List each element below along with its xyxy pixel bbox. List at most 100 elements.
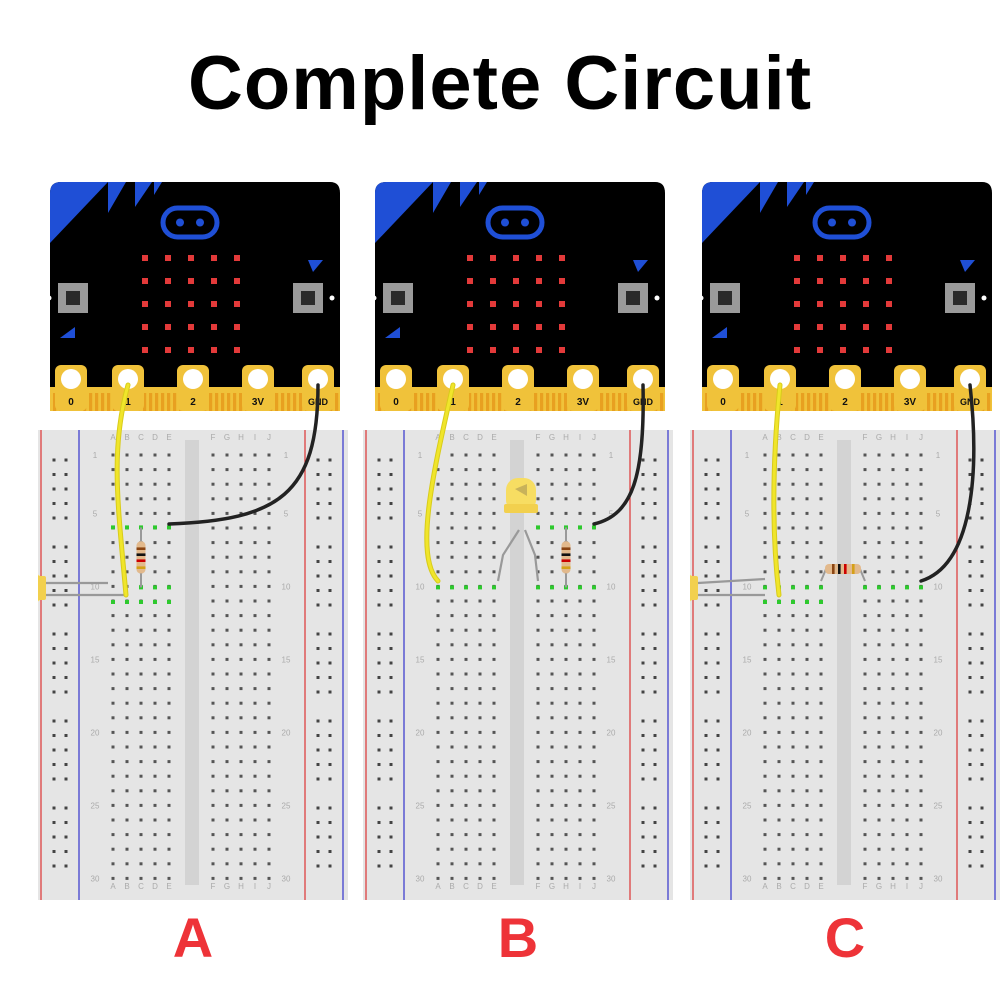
terminal-hole bbox=[877, 497, 881, 501]
rail-hole bbox=[641, 487, 645, 491]
rail-hole bbox=[52, 777, 56, 781]
terminal-hole bbox=[253, 847, 257, 851]
pin-hole-icon bbox=[770, 369, 790, 389]
terminal-hole bbox=[877, 599, 881, 603]
rail-hole bbox=[52, 835, 56, 839]
pin-label-0: 0 bbox=[393, 397, 399, 408]
terminal-hole bbox=[550, 687, 554, 691]
terminal-hole bbox=[167, 482, 171, 486]
rail-hole bbox=[52, 487, 56, 491]
terminal-hole bbox=[492, 672, 496, 676]
rail-hole bbox=[328, 734, 332, 737]
terminal-hole bbox=[211, 730, 215, 734]
terminal-hole bbox=[905, 468, 909, 472]
rail-hole bbox=[328, 589, 332, 592]
terminal-hole bbox=[578, 760, 582, 764]
terminal-hole bbox=[239, 760, 243, 764]
terminal-hole bbox=[592, 541, 596, 545]
terminal-hole bbox=[153, 716, 157, 720]
led-matrix-pixel bbox=[840, 324, 846, 330]
terminal-hole bbox=[225, 511, 229, 515]
terminal-hole bbox=[436, 789, 440, 793]
button-a-cap bbox=[66, 291, 80, 305]
terminal-hole bbox=[478, 847, 482, 851]
edge-connector-finger bbox=[618, 393, 622, 411]
row-number-20: 20 bbox=[91, 728, 100, 737]
terminal-hole bbox=[819, 730, 823, 734]
rail-hole bbox=[377, 458, 381, 462]
terminal-hole bbox=[111, 876, 115, 880]
active-hole bbox=[578, 585, 582, 590]
rail-hole bbox=[716, 821, 720, 824]
terminal-hole bbox=[253, 614, 257, 618]
terminal-hole bbox=[253, 803, 257, 807]
terminal-hole bbox=[805, 541, 809, 545]
terminal-hole bbox=[125, 570, 129, 574]
terminal-hole bbox=[863, 599, 867, 603]
terminal-hole bbox=[550, 511, 554, 515]
edge-mark-icon bbox=[371, 295, 377, 301]
terminal-hole bbox=[478, 468, 482, 472]
terminal-hole bbox=[111, 497, 115, 501]
terminal-hole bbox=[791, 789, 795, 793]
pin-label-0: 0 bbox=[720, 397, 726, 408]
column-label-h: H bbox=[890, 882, 896, 891]
terminal-hole bbox=[763, 803, 767, 807]
terminal-hole bbox=[478, 511, 482, 515]
rail-hole bbox=[316, 560, 320, 563]
terminal-hole bbox=[225, 876, 229, 880]
terminal-hole bbox=[805, 453, 809, 457]
active-hole bbox=[863, 585, 867, 590]
rail-hole bbox=[389, 473, 393, 476]
terminal-hole bbox=[464, 657, 468, 661]
row-number-1: 1 bbox=[609, 451, 614, 460]
terminal-hole bbox=[125, 541, 129, 545]
edge-connector-finger bbox=[432, 393, 436, 411]
terminal-hole bbox=[167, 643, 171, 647]
active-hole bbox=[492, 585, 496, 590]
terminal-hole bbox=[905, 570, 909, 574]
edge-connector-finger bbox=[564, 393, 568, 411]
terminal-hole bbox=[464, 628, 468, 632]
terminal-hole bbox=[891, 482, 895, 486]
terminal-hole bbox=[877, 614, 881, 618]
rail-hole bbox=[641, 821, 645, 824]
rail-hole bbox=[328, 850, 332, 853]
edge-connector-finger bbox=[705, 393, 709, 411]
terminal-hole bbox=[139, 643, 143, 647]
terminal-hole bbox=[592, 614, 596, 618]
rail-hole bbox=[52, 719, 56, 723]
terminal-hole bbox=[550, 657, 554, 661]
rail-hole bbox=[64, 589, 68, 592]
terminal-hole bbox=[877, 847, 881, 851]
pin-hole-icon bbox=[386, 369, 406, 389]
terminal-hole bbox=[125, 468, 129, 472]
terminal-hole bbox=[211, 847, 215, 851]
terminal-hole bbox=[492, 511, 496, 515]
terminal-hole bbox=[492, 774, 496, 778]
column-label-i: I bbox=[254, 433, 256, 442]
terminal-hole bbox=[592, 672, 596, 676]
terminal-hole bbox=[478, 614, 482, 618]
led-matrix-pixel bbox=[817, 255, 823, 261]
terminal-hole bbox=[819, 570, 823, 574]
terminal-hole bbox=[550, 599, 554, 603]
rail-hole bbox=[653, 777, 657, 781]
active-hole bbox=[891, 585, 895, 590]
column-label-f: F bbox=[536, 433, 541, 442]
terminal-hole bbox=[239, 526, 243, 530]
terminal-hole bbox=[450, 555, 454, 559]
pin-hole-icon bbox=[633, 369, 653, 389]
active-hole bbox=[578, 525, 582, 530]
rail-hole bbox=[980, 574, 984, 578]
terminal-hole bbox=[805, 482, 809, 486]
active-hole bbox=[877, 585, 881, 590]
terminal-hole bbox=[863, 541, 867, 545]
row-number-30: 30 bbox=[934, 874, 943, 883]
rail-hole bbox=[968, 516, 972, 520]
terminal-hole bbox=[564, 614, 568, 618]
terminal-hole bbox=[791, 687, 795, 691]
active-hole bbox=[139, 585, 143, 590]
row-number-5: 5 bbox=[936, 509, 941, 518]
row-number-15: 15 bbox=[416, 655, 425, 664]
